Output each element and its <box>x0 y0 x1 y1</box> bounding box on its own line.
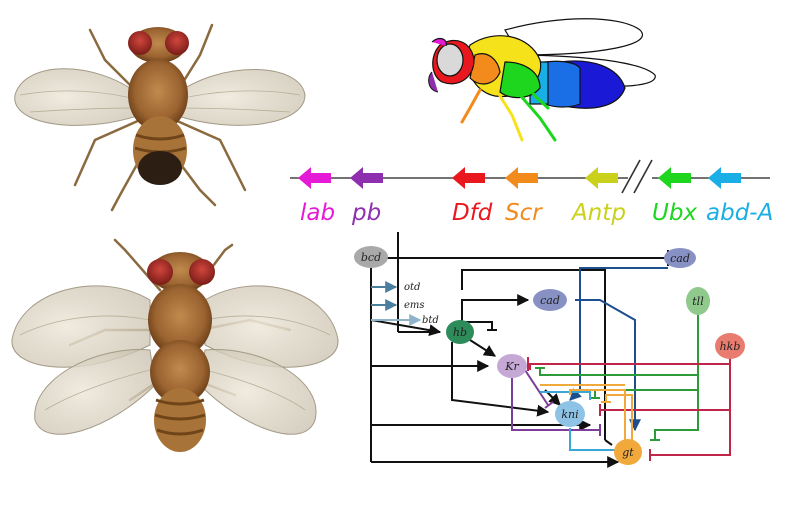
node-label-kni: kni <box>561 408 578 421</box>
four-winged-mutant-fly-photo <box>11 238 339 452</box>
hox-arrow-pb <box>350 167 383 189</box>
hox-arrow-lab <box>298 167 331 189</box>
node-label-cad-mid: cad <box>540 294 560 307</box>
hox-label-antp: Antp <box>570 200 626 226</box>
node-label-Kr: Kr <box>504 360 519 373</box>
hox-arrow-abda <box>708 167 741 189</box>
input-label-otd: otd <box>404 282 420 293</box>
node-label-hkb: hkb <box>720 340 741 353</box>
hox-arrow-dfd <box>452 167 485 189</box>
hox-label-scr: Scr <box>505 200 543 226</box>
node-hkb <box>715 333 745 359</box>
hox-label-abda: abd-A <box>706 200 773 226</box>
node-label-gt: gt <box>622 446 634 459</box>
node-cad-top <box>664 248 696 268</box>
hox-colored-fly-cartoon <box>428 18 656 142</box>
input-label-btd: btd <box>422 315 439 326</box>
node-bcd <box>354 246 388 268</box>
hox-label-dfd: Dfd <box>452 200 493 226</box>
node-Kr <box>497 354 527 378</box>
node-label-hb: hb <box>453 326 467 339</box>
hox-label-lab: lab <box>300 200 335 226</box>
node-hb <box>446 320 474 344</box>
hox-arrow-ubx <box>658 167 691 189</box>
node-cad-mid <box>533 289 567 311</box>
node-label-cad-top: cad <box>670 252 690 265</box>
hox-arrow-antp <box>585 167 618 189</box>
hox-label-pb: pb <box>351 200 381 226</box>
node-tll <box>686 287 710 315</box>
node-label-bcd: bcd <box>361 251 381 264</box>
hox-label-ubx: Ubx <box>652 200 697 226</box>
input-label-ems: ems <box>404 300 425 311</box>
node-kni <box>555 401 585 427</box>
node-gt <box>614 439 642 465</box>
chromosome-break-icon <box>621 159 653 194</box>
wild-type-fly-photo <box>14 23 306 212</box>
node-label-tll: tll <box>692 295 704 308</box>
hox-arrow-scr <box>505 167 538 189</box>
